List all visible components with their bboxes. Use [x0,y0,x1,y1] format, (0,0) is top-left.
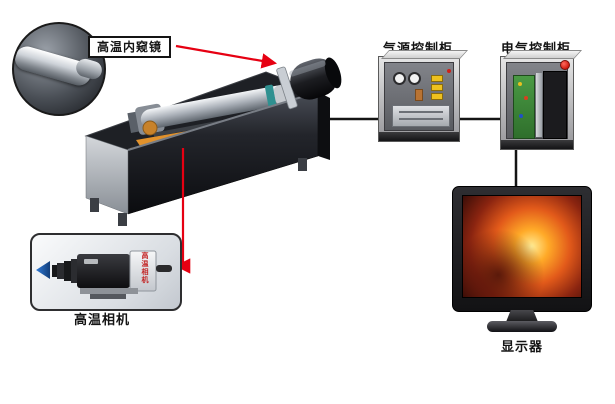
camera-mount-plate [80,288,138,294]
cabinet-interior [384,62,454,131]
endoscope-pointer-line [175,44,278,69]
cabinet-top-face [502,50,583,59]
component-dot [524,96,528,100]
electrical-cabinet [500,50,583,150]
monitor-base [487,321,557,332]
camera-rear-housing [129,250,157,292]
indicator-dot [447,69,451,73]
mounting-rail [536,73,542,137]
emergency-button [560,60,570,70]
cabinet-top-face [380,50,468,59]
air-source-cabinet [378,50,468,142]
protective-housing [84,71,330,226]
valve-handle [431,84,443,91]
direction-arrow-icon [36,261,50,279]
housing-left-face [85,135,129,215]
camera-illustration [36,250,172,299]
camera-mount-foot [90,294,126,299]
cabinet-interior [506,62,568,139]
cabinet-base [379,132,459,141]
housing-foot [298,158,307,171]
camera-lens-ribs [52,259,77,283]
motor-coupling [142,120,158,136]
monitor-screen-furnace-view [462,195,582,298]
pcb-board [513,75,535,139]
component-dot [519,114,523,118]
housing-foot [118,213,127,226]
component-dot [518,82,522,86]
housing-foot [90,198,99,212]
endoscope-lens [276,57,342,110]
pressure-gauge [393,72,406,85]
brass-fitting [415,89,423,101]
valve-handle [431,93,443,100]
cabinet-base [501,140,573,149]
camera-cable [156,265,172,272]
panel-slot [399,111,443,113]
endoscope-label: 高温内窥镜 [88,36,172,58]
camera-photo-inset [30,233,182,311]
pressure-gauge [408,72,421,85]
valve-handle [431,75,443,82]
monitor [452,186,592,312]
panel-slot [399,118,443,120]
monitor-label: 显示器 [500,339,543,354]
lower-panel [392,105,450,127]
camera-sticker-text: 高温相机 [141,252,148,284]
monitor-stand [506,310,538,322]
camera-logo-plate [84,259,98,264]
camera-label: 高温相机 [73,312,130,327]
housing-right-face [318,92,330,160]
dark-cavity [543,71,567,139]
